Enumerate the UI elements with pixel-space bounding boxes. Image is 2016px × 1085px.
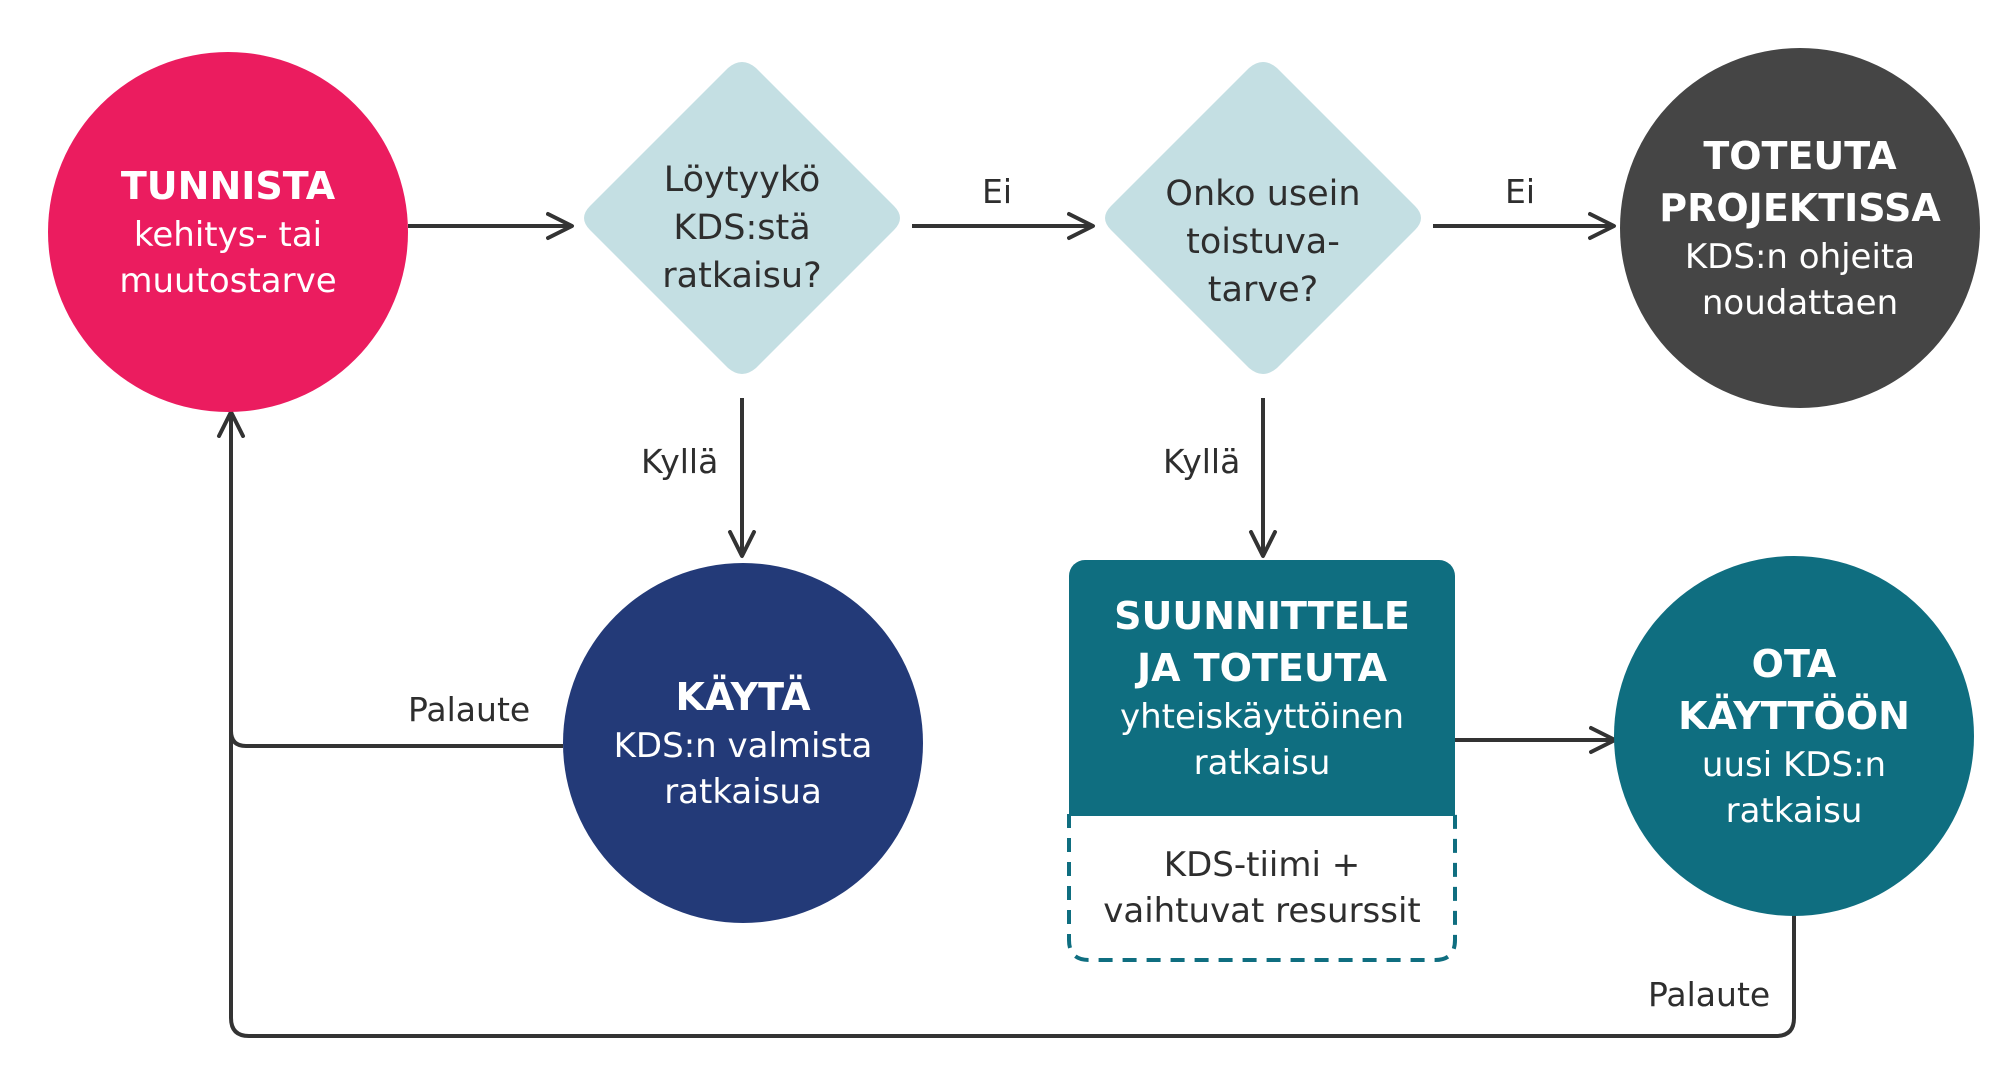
tunnista-sub-1: kehitys- tai [133, 215, 323, 255]
node-ota-kayttoon: OTA KÄYTTÖÖN uusi KDS:n ratkaisu [1614, 556, 1974, 916]
resources-box-border [1067, 814, 1457, 962]
q1-line-2: KDS:stä [673, 208, 811, 248]
suunnittele-sub-2: ratkaisu [1193, 743, 1331, 783]
toteuta-sub-2: noudattaen [1701, 283, 1899, 323]
resources-text: KDS-tiimi + vaihtuvat resurssit [1069, 816, 1455, 960]
edge-label-kylla-1: Kyllä [641, 442, 719, 481]
suunnittele-title-2: JA TOTEUTA [1136, 646, 1388, 690]
suunnittele-title-1: SUUNNITTELE [1114, 594, 1410, 638]
ota-sub-1: uusi KDS:n [1701, 745, 1887, 785]
toteuta-sub-1: KDS:n ohjeita [1684, 237, 1916, 277]
q2-line-3: tarve? [1207, 270, 1319, 310]
decision-diamond-1 [584, 62, 900, 374]
q1-line-1: Löytyykö [663, 160, 821, 200]
feedback-line-ota [217, 410, 1796, 1038]
edge-label-ei-2: Ei [1505, 172, 1536, 211]
resources-line-2: vaihtuvat resurssit [1103, 891, 1421, 931]
q2-line-2: toistuva- [1186, 222, 1340, 262]
feedback-line-kayta [229, 730, 563, 748]
node-tunnista: TUNNISTA kehitys- tai muutostarve [48, 52, 408, 412]
suunnittele-sub-1: yhteiskäyttöinen [1119, 697, 1405, 737]
ota-sub-2: ratkaisu [1725, 791, 1863, 831]
q1-line-3: ratkaisu? [662, 256, 822, 296]
edge-label-palaute-2: Palaute [1648, 975, 1771, 1014]
ota-title-2: KÄYTTÖÖN [1678, 694, 1910, 738]
kayta-title: KÄYTÄ [675, 675, 811, 719]
resources-line-1: KDS-tiimi + [1163, 845, 1361, 885]
node-kayta: KÄYTÄ KDS:n valmista ratkaisua [563, 563, 923, 923]
tunnista-title: TUNNISTA [120, 164, 336, 208]
edge-label-kylla-2: Kyllä [1163, 442, 1241, 481]
q1-text: Löytyykö KDS:stä ratkaisu? [612, 156, 872, 300]
node-toteuta-projektissa: TOTEUTA PROJEKTISSA KDS:n ohjeita noudat… [1620, 48, 1980, 408]
ota-title-1: OTA [1751, 642, 1837, 686]
node-suunnittele: SUUNNITTELE JA TOTEUTA yhteiskäyttöinen … [1069, 560, 1455, 816]
decision-diamond-2 [1105, 62, 1421, 374]
toteuta-title-2: PROJEKTISSA [1659, 186, 1941, 230]
edge-label-ei-1: Ei [982, 172, 1013, 211]
q2-line-1: Onko usein [1165, 174, 1361, 214]
kayta-sub-2: ratkaisua [664, 772, 822, 812]
kayta-sub-1: KDS:n valmista [613, 726, 873, 766]
toteuta-title-1: TOTEUTA [1703, 134, 1897, 178]
edge-label-palaute-1: Palaute [408, 690, 531, 729]
tunnista-sub-2: muutostarve [119, 261, 337, 301]
q2-text: Onko usein toistuva- tarve? [1133, 170, 1393, 314]
